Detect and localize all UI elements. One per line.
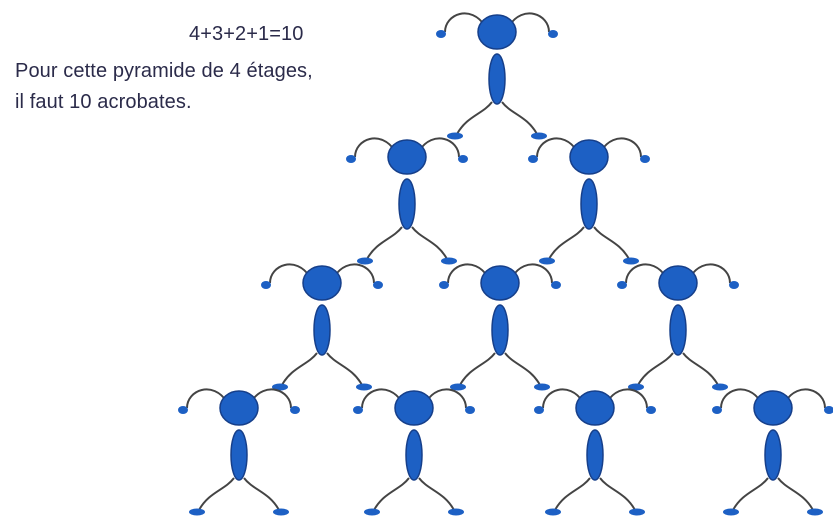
acrobat-icon-7-level-4 xyxy=(177,388,301,517)
acrobat-icon-3-level-2 xyxy=(527,137,651,266)
acrobat-icon-8-level-4 xyxy=(352,388,476,517)
equation-text: 4+3+2+1=10 xyxy=(189,23,304,45)
acrobat-icon-4-level-3 xyxy=(260,263,384,392)
acrobat-icon-5-level-3 xyxy=(438,263,562,392)
acrobat-icon-6-level-3 xyxy=(616,263,740,392)
acrobat-icon-2-level-2 xyxy=(345,137,469,266)
acrobat-icon-9-level-4 xyxy=(533,388,657,517)
caption-line-1: Pour cette pyramide de 4 étages, xyxy=(15,60,313,82)
caption: 4+3+2+1=10 Pour cette pyramide de 4 étag… xyxy=(0,0,833,120)
caption-line-2: il faut 10 acrobates. xyxy=(15,91,192,113)
acrobat-icon-10-level-4 xyxy=(711,388,833,517)
